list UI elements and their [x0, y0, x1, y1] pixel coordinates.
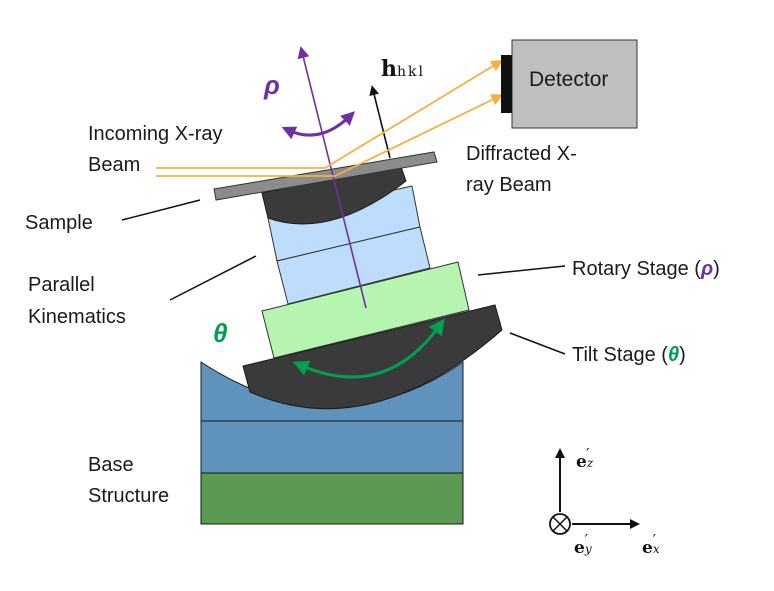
base-structure-label-line1: Base [88, 454, 134, 476]
rotary-stage-text: Rotary Stage ( [572, 258, 701, 280]
ex-e: e [642, 538, 653, 558]
ez-label: ez′ [576, 445, 597, 472]
rotary-stage-close: ) [713, 258, 720, 280]
detector-sensor [501, 55, 512, 113]
tilt-stage-theta: θ [667, 344, 680, 366]
incoming-beam-label-line2: Beam [88, 154, 141, 176]
sample-holder [261, 163, 407, 225]
kinematics-leader [169, 255, 257, 301]
rotary-leader [477, 265, 566, 276]
ey-e: e [574, 538, 585, 558]
hkl-h: h [381, 56, 397, 82]
ez-e: e [576, 452, 587, 472]
tilt-stage-close: ) [679, 344, 686, 366]
xray-beam-upper [156, 59, 504, 169]
ex-sub: x [652, 542, 660, 556]
base-structure-label-line2: Structure [88, 485, 170, 507]
tilt-stage-text: Tilt Stage ( [572, 344, 668, 366]
rho-axis [297, 46, 367, 309]
ez-prime: ′ [586, 445, 590, 463]
diffracted-beam-label-line2: ray Beam [466, 174, 552, 196]
theta-tilt-arrow [292, 318, 445, 379]
ey-label: ey′ [574, 531, 595, 558]
parallel-kinematics-label-line2: Kinematics [28, 306, 126, 328]
theta-symbol: θ [213, 318, 228, 348]
ez-sub: z [586, 456, 594, 470]
hkl-subscript: hkl [397, 64, 425, 80]
sample-label: Sample [25, 212, 93, 234]
rho-symbol: ρ [264, 70, 280, 100]
ey-cross-b [552, 516, 568, 532]
hkl-vector-label: hhkl [381, 56, 425, 82]
tilt-stage-label: Tilt Stage (θ) [572, 340, 686, 370]
detector-label: Detector [529, 68, 609, 91]
tilt-leader [509, 332, 566, 355]
incoming-beam-label-line1: Incoming X-ray [88, 123, 223, 145]
ey-prime: ′ [584, 531, 589, 549]
rotary-stage-label: Rotary Stage (ρ) [572, 254, 720, 284]
diffracted-beam-label-line1: Diffracted X- [466, 143, 577, 165]
base-middle-block [200, 420, 464, 474]
rotary-stage-rho: ρ [700, 258, 714, 280]
hkl-normal-vector [369, 85, 391, 159]
rho-rotation-arrow [281, 111, 356, 140]
xray-beam-lower [156, 94, 504, 177]
parallel-kinematics-label-line1: Parallel [28, 274, 95, 296]
ey-sub: y [584, 542, 592, 556]
kinematics-lower [276, 226, 431, 305]
ex-prime: ′ [652, 531, 657, 549]
ex-label: ex′ [642, 531, 663, 558]
base-bottom-block [200, 472, 464, 525]
sample-leader [121, 199, 201, 221]
